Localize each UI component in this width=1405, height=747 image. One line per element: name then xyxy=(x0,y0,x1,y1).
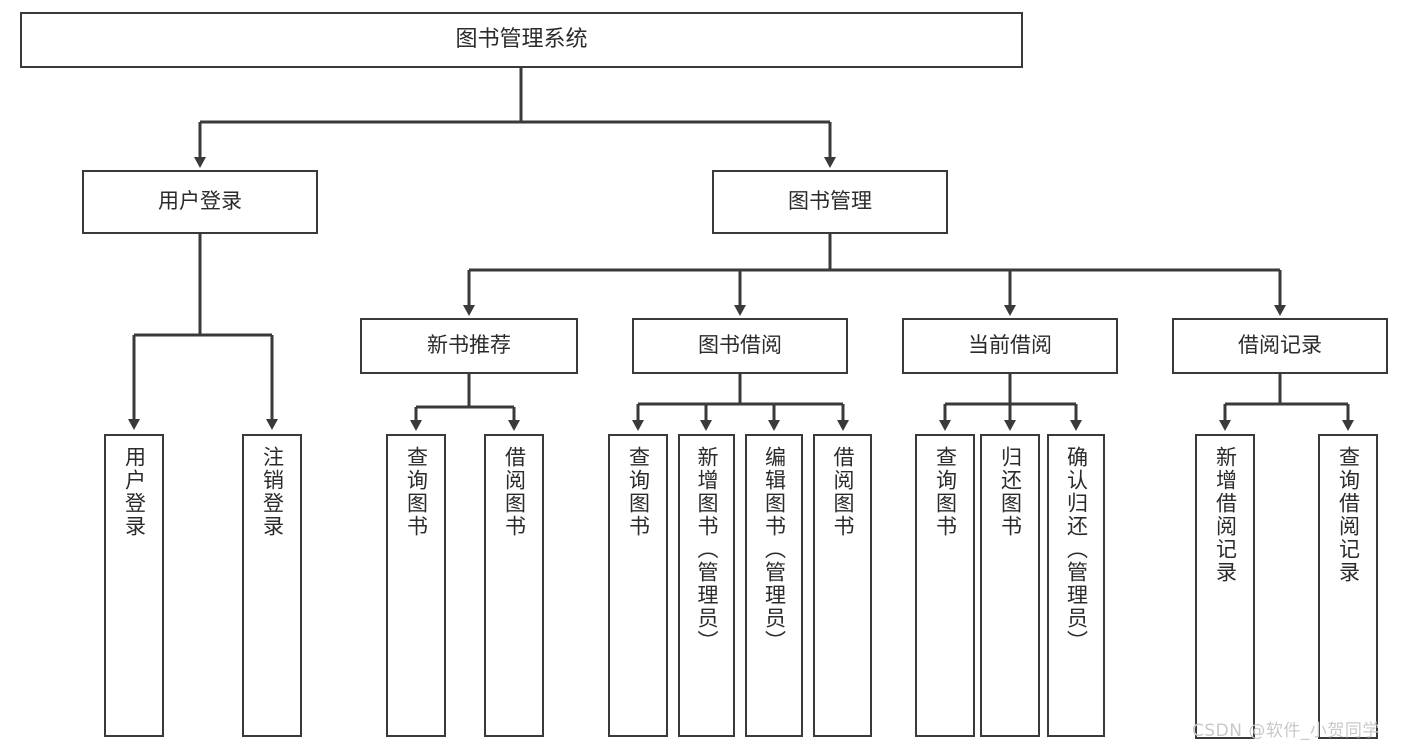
node-current-borrow[interactable]: 当前借阅 xyxy=(902,318,1118,374)
node-leaf-add-book-label: 新增图书（管理员） xyxy=(695,446,719,653)
node-leaf-query-book-1[interactable]: 查询图书 xyxy=(386,434,446,737)
node-leaf-borrow-book-1-label: 借阅图书 xyxy=(502,446,527,538)
node-leaf-user-login-label: 用户登录 xyxy=(122,446,147,538)
node-leaf-logout[interactable]: 注销登录 xyxy=(242,434,302,737)
node-leaf-confirm-return-label: 确认归还（管理员） xyxy=(1064,446,1089,653)
node-leaf-logout-label: 注销登录 xyxy=(260,446,285,538)
node-leaf-add-record[interactable]: 新增借阅记录 xyxy=(1195,434,1255,739)
node-leaf-query-book-3-label: 查询图书 xyxy=(933,446,958,538)
node-leaf-return-book[interactable]: 归还图书 xyxy=(980,434,1040,737)
node-leaf-query-record[interactable]: 查询借阅记录 xyxy=(1318,434,1378,739)
node-leaf-borrow-book-1[interactable]: 借阅图书 xyxy=(484,434,544,737)
node-leaf-query-book-2-label: 查询图书 xyxy=(626,446,651,538)
node-leaf-return-book-label: 归还图书 xyxy=(998,446,1023,538)
node-user-login[interactable]: 用户登录 xyxy=(82,170,318,234)
node-leaf-query-record-label: 查询借阅记录 xyxy=(1336,446,1361,584)
csdn-watermark: CSDN @软件_小贺同学 xyxy=(1192,721,1380,741)
node-new-book-rec-label: 新书推荐 xyxy=(427,333,511,358)
node-book-borrow-label: 图书借阅 xyxy=(698,333,782,358)
node-user-login-label: 用户登录 xyxy=(158,189,242,214)
node-root[interactable]: 图书管理系统 xyxy=(20,12,1023,68)
node-borrow-record[interactable]: 借阅记录 xyxy=(1172,318,1388,374)
node-leaf-query-book-3[interactable]: 查询图书 xyxy=(915,434,975,737)
node-leaf-add-record-label: 新增借阅记录 xyxy=(1213,446,1238,584)
node-leaf-confirm-return[interactable]: 确认归还（管理员） xyxy=(1047,434,1105,737)
node-borrow-record-label: 借阅记录 xyxy=(1238,333,1322,358)
node-book-borrow[interactable]: 图书借阅 xyxy=(632,318,848,374)
node-leaf-borrow-book-2[interactable]: 借阅图书 xyxy=(813,434,872,737)
node-leaf-add-book[interactable]: 新增图书（管理员） xyxy=(678,434,735,737)
node-new-book-rec[interactable]: 新书推荐 xyxy=(360,318,578,374)
node-book-admin-label: 图书管理 xyxy=(788,189,872,214)
node-current-borrow-label: 当前借阅 xyxy=(968,333,1052,358)
node-leaf-query-book-2[interactable]: 查询图书 xyxy=(608,434,668,737)
node-leaf-borrow-book-2-label: 借阅图书 xyxy=(831,446,855,538)
node-leaf-edit-book[interactable]: 编辑图书（管理员） xyxy=(745,434,803,737)
node-leaf-query-book-1-label: 查询图书 xyxy=(404,446,429,538)
node-root-label: 图书管理系统 xyxy=(455,26,588,52)
node-leaf-user-login[interactable]: 用户登录 xyxy=(104,434,164,737)
node-leaf-edit-book-label: 编辑图书（管理员） xyxy=(762,446,787,653)
node-book-admin[interactable]: 图书管理 xyxy=(712,170,948,234)
